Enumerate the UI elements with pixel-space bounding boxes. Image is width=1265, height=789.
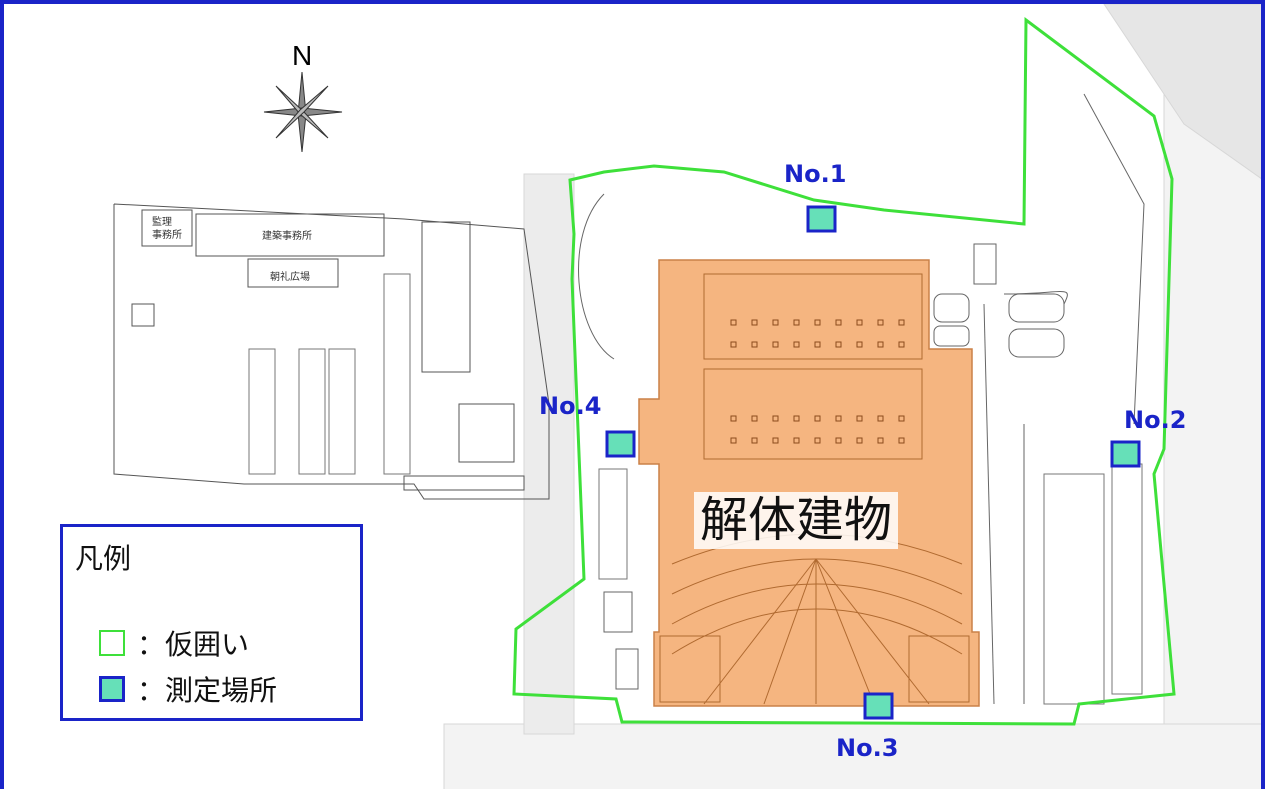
point-label-3: No.3: [836, 734, 899, 762]
temporary-fence: [512, 17, 1176, 726]
legend-title: 凡例: [75, 542, 132, 575]
measurement-point-2[interactable]: [1110, 440, 1141, 468]
north-label: N: [292, 40, 313, 71]
point-label-2: No.2: [1124, 406, 1187, 434]
measurement-point-swatch: [99, 676, 125, 702]
supervision-office-label: 監理 事務所: [152, 217, 182, 241]
legend-item-fence: ：仮囲い: [99, 623, 249, 663]
site-plan: [113, 4, 1261, 789]
morning-assembly-label: 朝礼広場: [270, 272, 310, 283]
demolition-building-label: 解体建物: [694, 492, 899, 549]
fence-swatch: [99, 630, 125, 656]
measurement-point-3[interactable]: [863, 692, 894, 720]
demolition-building: [638, 259, 980, 707]
point-label-1: No.1: [784, 160, 847, 188]
measurement-points: [605, 205, 1141, 720]
measurement-point-4[interactable]: [605, 430, 636, 458]
legend-fence-label: ：仮囲い: [137, 628, 250, 661]
measurement-point-1[interactable]: [806, 205, 837, 233]
compass-rose: [263, 71, 343, 153]
point-label-4: No.4: [539, 392, 602, 420]
architecture-office-label: 建築事務所: [262, 231, 312, 242]
legend-point-label: ：測定場所: [137, 674, 278, 707]
legend: 凡例 ：仮囲い ：測定場所: [60, 524, 363, 721]
legend-item-point: ：測定場所: [99, 669, 277, 709]
